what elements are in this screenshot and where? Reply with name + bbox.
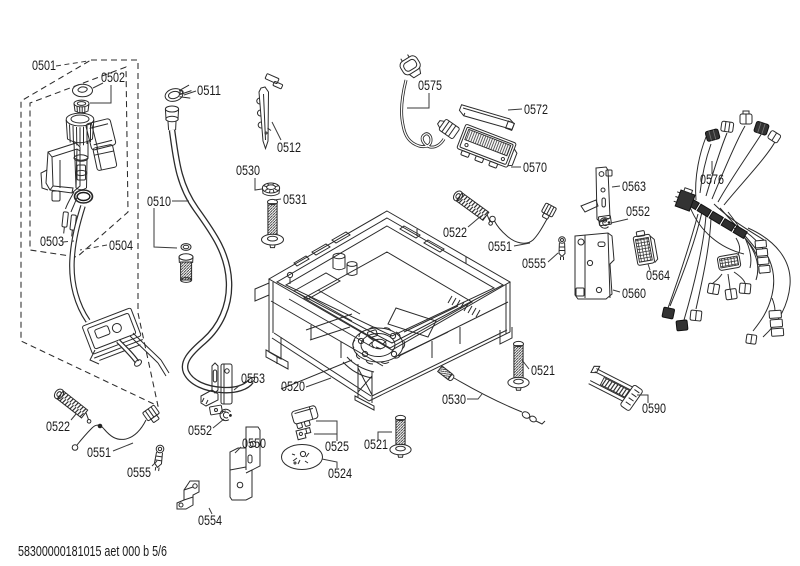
label-0524: 0524	[328, 465, 352, 481]
part-0555-stud-left-drawing	[153, 444, 165, 472]
label-0504: 0504	[109, 237, 133, 253]
part-0555-stud-top-drawing	[558, 236, 566, 260]
pump-assembly-drawing	[82, 307, 170, 377]
label-0522-top: 0522	[443, 224, 467, 240]
part-0550-bracket-drawing	[229, 426, 261, 501]
leader-lines	[55, 60, 713, 515]
part-0512-stake-drawing	[256, 73, 284, 151]
part-0511-clamp-drawing	[164, 84, 192, 102]
label-0590: 0590	[642, 400, 666, 416]
part-0530-cable-drawing	[436, 365, 546, 425]
label-0503: 0503	[40, 233, 64, 249]
part-0554-bracket-drawing	[176, 480, 200, 510]
part-0553-bracket-drawing	[200, 362, 233, 416]
label-0575: 0575	[418, 77, 442, 93]
label-0572: 0572	[524, 101, 548, 117]
assembly-boundary-boxes	[20, 59, 159, 407]
label-0530-top: 0530	[236, 162, 260, 178]
part-0563-bracket-drawing	[580, 166, 613, 227]
part-0551-cable-top-drawing	[489, 202, 557, 244]
part-0520-base-pan-drawing	[254, 210, 513, 411]
label-0521-right: 0521	[531, 362, 555, 378]
label-0552-left: 0552	[188, 422, 212, 438]
part-0560-bracket-drawing	[574, 232, 615, 300]
part-0590-rail-drawing	[588, 365, 643, 411]
label-0551-left: 0551	[87, 444, 111, 460]
label-0525: 0525	[325, 438, 349, 454]
label-0502: 0502	[101, 69, 125, 85]
part-0524-disc-drawing	[281, 444, 323, 470]
label-0576: 0576	[700, 171, 724, 187]
label-0510: 0510	[147, 193, 171, 209]
part-0522-spring-top-drawing	[452, 190, 493, 226]
label-0560: 0560	[622, 285, 646, 301]
label-0554: 0554	[198, 512, 222, 528]
part-0575-power-cord-drawing	[399, 54, 460, 149]
label-0570: 0570	[523, 159, 547, 175]
part-0576-harness-drawing	[661, 110, 791, 345]
label-0511: 0511	[197, 82, 221, 98]
label-0553: 0553	[241, 370, 265, 386]
part-0510-hose-drawing	[164, 105, 256, 394]
label-0512: 0512	[277, 139, 301, 155]
part-0551-cable-left-drawing	[71, 404, 160, 451]
part-0564-connector-drawing	[632, 230, 659, 266]
part-0521-screw-right-drawing	[507, 340, 530, 391]
part-0501-valve-assembly-drawing	[40, 83, 118, 323]
label-0563: 0563	[622, 178, 646, 194]
part-0572-cover-drawing	[458, 104, 516, 132]
label-0520: 0520	[281, 378, 305, 394]
part-labels: 0501 0502 0511 0575 0572 0512 0570 0530 …	[32, 57, 724, 528]
label-0501: 0501	[32, 57, 56, 73]
label-0522-left: 0522	[46, 418, 70, 434]
part-0530-nut-drawing	[261, 182, 281, 197]
label-0550: 0550	[242, 435, 266, 451]
part-0525-switch-drawing	[291, 405, 319, 441]
part-0521-screw-bottom-drawing	[389, 414, 412, 458]
label-0551-top: 0551	[488, 238, 512, 254]
part-0570-module-drawing	[456, 124, 518, 169]
part-0522-spring-left-drawing	[53, 388, 92, 424]
label-0555-top: 0555	[522, 255, 546, 271]
footer-document-code: 58300000181015 aet 000 b 5/6	[18, 543, 167, 560]
part-0552-clip-left-drawing	[219, 408, 232, 422]
label-0564: 0564	[646, 267, 670, 283]
label-0552-right: 0552	[626, 203, 650, 219]
label-0555-left: 0555	[127, 464, 151, 480]
label-0521-bottom: 0521	[364, 436, 388, 452]
label-0530-bottom: 0530	[442, 391, 466, 407]
part-0531-screw-drawing	[261, 198, 284, 249]
label-0531: 0531	[283, 191, 307, 207]
